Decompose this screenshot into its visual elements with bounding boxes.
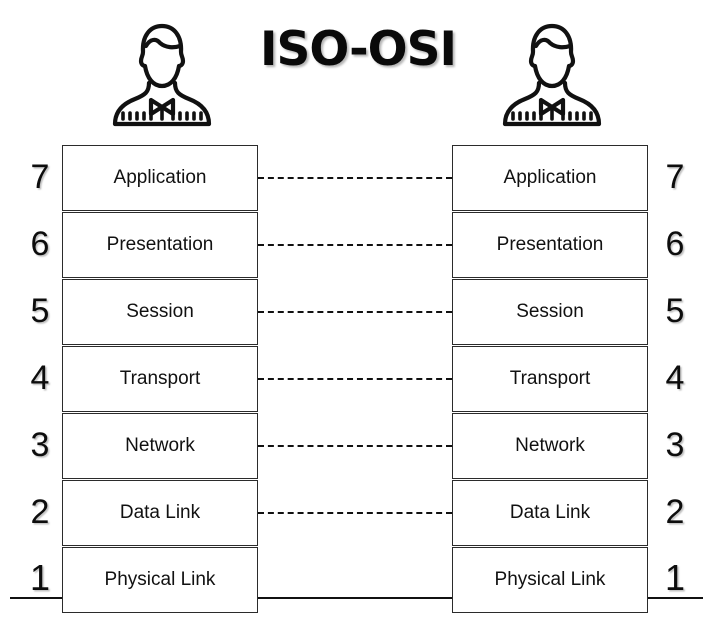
right-osi-stack: Application Presentation Session Transpo… — [452, 145, 648, 614]
right-layer-label-network: Network — [515, 435, 585, 456]
left-layer-number-7: 7 — [30, 158, 50, 196]
left-layer-label-application: Application — [113, 167, 207, 188]
physical-medium-line-right — [645, 597, 703, 599]
left-layer-box-network[interactable]: Network — [62, 413, 258, 479]
left-layer-box-presentation[interactable]: Presentation — [62, 212, 258, 278]
physical-medium-line-left — [10, 597, 64, 599]
left-layer-number-6: 6 — [30, 225, 50, 263]
right-layer-label-presentation: Presentation — [496, 234, 604, 255]
left-layer-box-physical-link[interactable]: Physical Link — [62, 547, 258, 613]
left-layer-label-physical-link: Physical Link — [104, 569, 216, 590]
left-layer-box-datalink[interactable]: Data Link — [62, 480, 258, 546]
left-layer-number-1: 1 — [29, 557, 51, 598]
right-layer-number-6: 6 — [665, 225, 685, 263]
peer-connector-transport — [258, 378, 452, 380]
right-person-avatar-icon — [492, 12, 612, 130]
left-osi-stack: Application Presentation Session Transpo… — [62, 145, 258, 614]
left-layer-number-4: 4 — [30, 359, 50, 397]
left-layer-box-session[interactable]: Session — [62, 279, 258, 345]
peer-connector-physical-link — [258, 597, 452, 599]
left-layer-label-session: Session — [126, 301, 194, 322]
right-layer-box-physical-link[interactable]: Physical Link — [452, 547, 648, 613]
right-layer-box-session[interactable]: Session — [452, 279, 648, 345]
right-layer-number-5: 5 — [665, 292, 685, 330]
left-layer-label-presentation: Presentation — [106, 234, 214, 255]
right-layer-number-2: 2 — [665, 493, 685, 531]
right-layer-box-presentation[interactable]: Presentation — [452, 212, 648, 278]
right-layer-label-physical-link: Physical Link — [494, 569, 606, 590]
peer-connector-presentation — [258, 244, 452, 246]
left-layer-number-2: 2 — [30, 493, 50, 531]
peer-connector-application — [258, 177, 452, 179]
left-layer-label-datalink: Data Link — [119, 502, 201, 523]
left-layer-label-network: Network — [125, 435, 195, 456]
right-layer-label-transport: Transport — [509, 368, 591, 389]
left-layer-box-application[interactable]: Application — [62, 145, 258, 211]
left-layer-box-transport[interactable]: Transport — [62, 346, 258, 412]
right-layer-box-transport[interactable]: Transport — [452, 346, 648, 412]
right-layer-box-application[interactable]: Application — [452, 145, 648, 211]
right-layer-label-session: Session — [516, 301, 584, 322]
right-layer-label-application: Application — [503, 167, 597, 188]
right-layer-number-4: 4 — [665, 359, 685, 397]
left-layer-label-transport: Transport — [119, 368, 201, 389]
right-layer-number-1: 1 — [664, 557, 686, 598]
right-layer-number-7: 7 — [665, 158, 685, 196]
left-layer-number-5: 5 — [30, 292, 50, 330]
right-layer-number-3: 3 — [665, 426, 685, 464]
peer-connector-session — [258, 311, 452, 313]
right-layer-box-datalink[interactable]: Data Link — [452, 480, 648, 546]
peer-connector-datalink — [258, 512, 452, 514]
page-title: ISO-OSI — [260, 22, 457, 77]
right-layer-box-network[interactable]: Network — [452, 413, 648, 479]
peer-connector-network — [258, 445, 452, 447]
left-layer-number-3: 3 — [30, 426, 50, 464]
right-layer-label-datalink: Data Link — [509, 502, 591, 523]
left-person-avatar-icon — [102, 12, 222, 130]
